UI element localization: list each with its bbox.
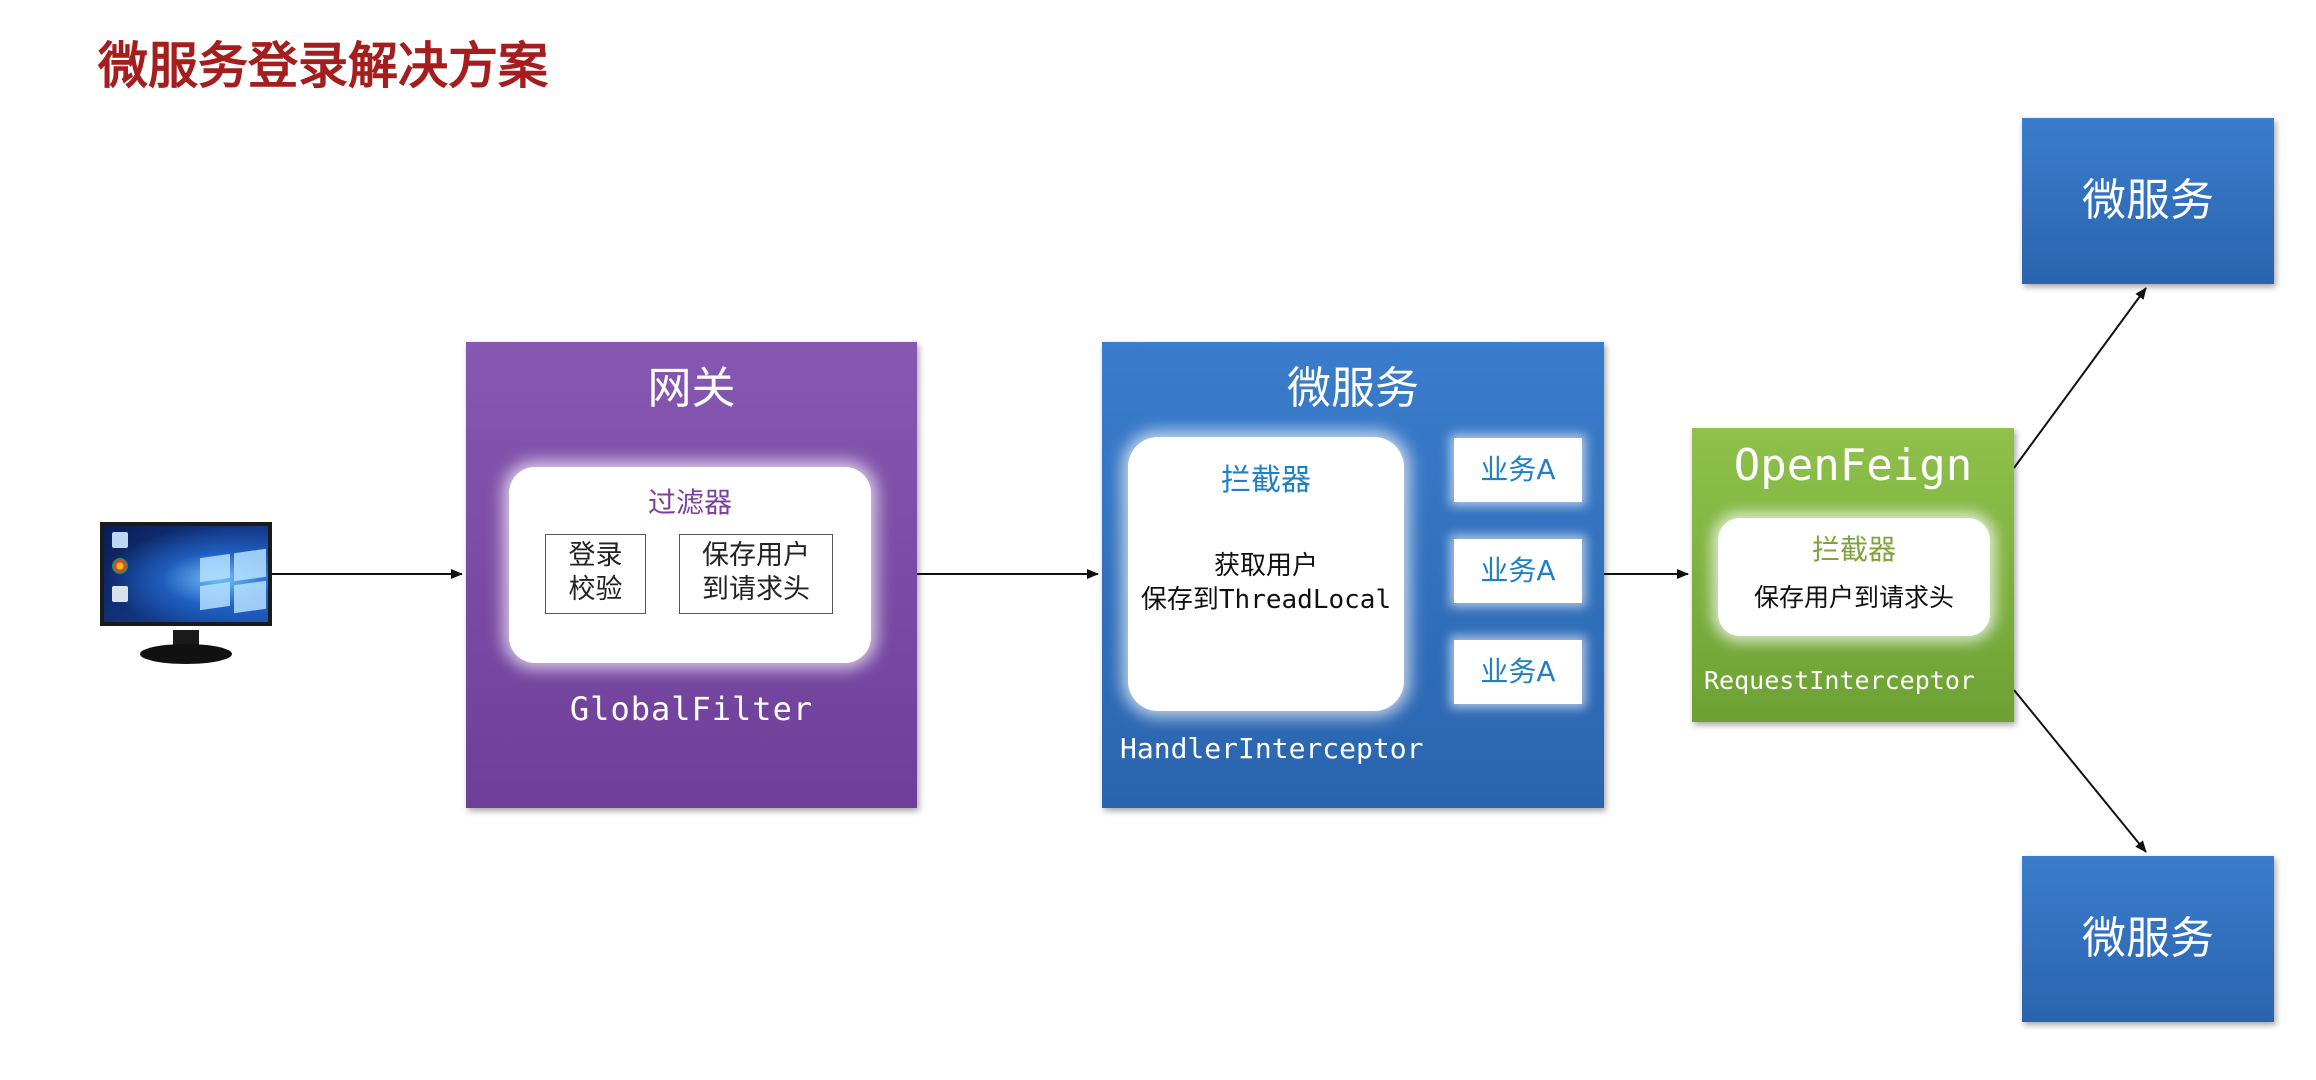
monitor-base	[140, 644, 232, 664]
save-user-line1: 保存用户	[702, 540, 810, 571]
handler-interceptor-label: HandlerInterceptor	[1120, 732, 1424, 765]
arrow-openfeign-to-bottom-service	[2013, 689, 2147, 853]
global-filter-label: GlobalFilter	[569, 690, 814, 728]
save-user-line2: 到请求头	[702, 574, 810, 605]
downstream-service-top: 微服务	[2022, 118, 2274, 284]
gateway-title: 网关	[647, 363, 736, 414]
arrow-openfeign-to-top-service	[2013, 287, 2147, 469]
gateway-panel: 网关 过滤器 登录 校验 保存用户 到请求头 GlobalFilter	[466, 342, 917, 808]
save-user-box: 保存用户 到请求头	[679, 534, 833, 614]
downstream-service-bottom: 微服务	[2022, 856, 2274, 1022]
interceptor-title: 拦截器	[1221, 463, 1311, 498]
monitor-screen	[100, 522, 272, 626]
business-a-1: 业务A	[1454, 438, 1582, 502]
feign-interceptor-body: 保存用户到请求头	[1753, 583, 1954, 612]
handler-interceptor-card: 拦截器 获取用户 保存到ThreadLocal	[1128, 437, 1404, 711]
interceptor-line2: 保存到ThreadLocal	[1140, 585, 1392, 615]
filter-card: 过滤器 登录 校验 保存用户 到请求头	[509, 467, 871, 663]
microservice-panel: 微服务 拦截器 获取用户 保存到ThreadLocal 业务A 业务A 业务A …	[1102, 342, 1604, 808]
monitor-neck	[173, 630, 199, 648]
filter-title: 过滤器	[647, 486, 732, 519]
business-a-2: 业务A	[1454, 539, 1582, 603]
page-title: 微服务登录解决方案	[98, 37, 548, 95]
feign-interceptor-card: 拦截器 保存用户到请求头	[1718, 518, 1990, 636]
login-check-box: 登录 校验	[545, 534, 646, 614]
business-a-3: 业务A	[1454, 640, 1582, 704]
openfeign-title: OpenFeign	[1733, 440, 1973, 491]
login-check-line1: 登录	[568, 540, 623, 571]
login-check-line2: 校验	[568, 574, 623, 605]
microservice-title: 微服务	[1287, 363, 1419, 414]
interceptor-line1: 获取用户	[1213, 551, 1318, 581]
interceptor-body: 获取用户 保存到ThreadLocal	[1128, 549, 1404, 617]
feign-interceptor-title: 拦截器	[1811, 533, 1896, 566]
openfeign-panel: OpenFeign 拦截器 保存用户到请求头 RequestIntercepto…	[1692, 428, 2014, 722]
request-interceptor-label: RequestInterceptor	[1704, 666, 1975, 695]
